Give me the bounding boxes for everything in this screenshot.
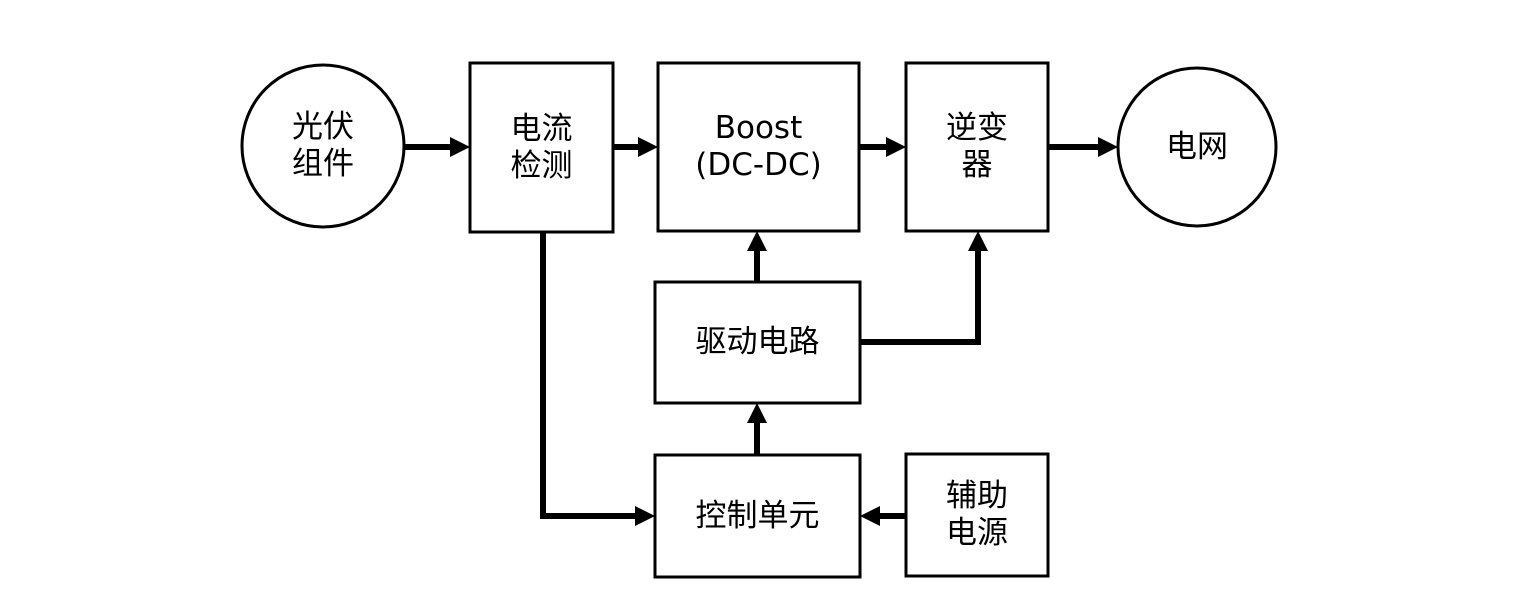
edge-drive-circuit-to-boost: [747, 231, 767, 282]
edge-boost-to-inverter: [859, 137, 906, 157]
edge-drive-circuit-to-inverter: [860, 231, 988, 345]
node-shape-inverter[interactable]: [904, 61, 1050, 233]
edge-pv-to-current-sensing: [404, 137, 470, 157]
edge-auxiliary-power-to-control-unit: [860, 506, 906, 526]
node-shape-control-unit[interactable]: [653, 453, 862, 579]
nodes-group: [240, 61, 1278, 579]
edges-group: [404, 137, 1118, 526]
node-shape-pv-module[interactable]: [240, 63, 406, 229]
edge-current-sensing-to-control-unit: [540, 232, 655, 526]
edge-current-sensing-to-boost: [613, 137, 658, 157]
edge-inverter-to-grid: [1048, 137, 1118, 157]
node-shape-power-grid[interactable]: [1116, 66, 1278, 228]
edge-control-unit-to-drive-circuit: [747, 403, 767, 455]
node-shape-boost-converter[interactable]: [656, 61, 861, 233]
node-shape-drive-circuit[interactable]: [653, 280, 862, 405]
node-shape-current-sensing[interactable]: [468, 61, 615, 234]
node-shape-auxiliary-power[interactable]: [904, 452, 1050, 578]
